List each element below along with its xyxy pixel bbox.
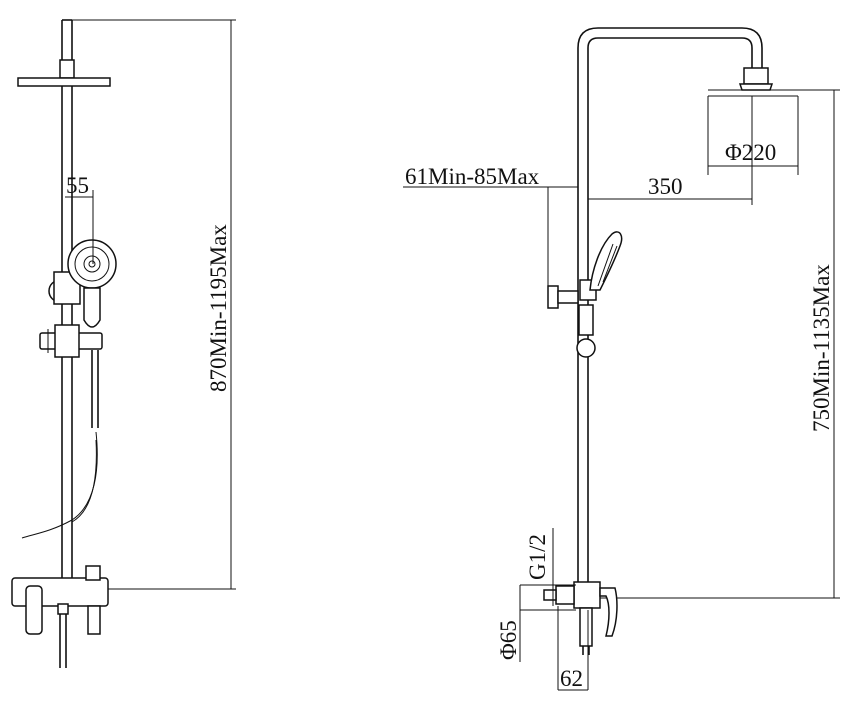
- side-dim-total-height: 750Min-1135Max: [600, 89, 840, 599]
- front-dim-total-height: 870Min-1195Max: [70, 19, 236, 590]
- side-hand-shower: [547, 231, 623, 309]
- front-dim-total-height-label: 870Min-1195Max: [206, 224, 231, 392]
- front-hand-shower: [67, 239, 117, 328]
- front-overhead-shower-head: [17, 59, 111, 87]
- side-dim-flange: Φ65: [496, 584, 576, 662]
- front-slide-bar: [39, 324, 103, 358]
- side-view: Φ220 350 61Min-85Max: [403, 27, 840, 691]
- side-dim-thread-label: G1/2: [525, 534, 550, 580]
- side-dim-62: 62: [557, 606, 589, 691]
- side-dim-thread: G1/2: [525, 528, 554, 606]
- side-mixer-valve: [543, 581, 618, 655]
- front-hose: [21, 350, 99, 539]
- side-slider: [576, 304, 596, 358]
- front-dim-55-label: 55: [66, 173, 89, 198]
- front-dim-55: 55: [65, 173, 94, 264]
- front-handshower-holder: [48, 271, 81, 305]
- front-view: 55 870Min-1195Max: [11, 19, 236, 668]
- side-riser-and-arm: [577, 27, 763, 585]
- side-dim-head-diameter: Φ220: [725, 140, 776, 165]
- front-mixer-valve: [11, 565, 109, 668]
- side-overhead-shower-head: Φ220: [707, 67, 799, 205]
- side-dim-350-label: 350: [648, 174, 683, 199]
- side-dim-62-label: 62: [560, 666, 583, 691]
- side-dim-total-height-label: 750Min-1135Max: [809, 264, 834, 432]
- side-dim-wall-offset-label: 61Min-85Max: [405, 164, 540, 189]
- side-dim-wall-offset: 61Min-85Max: [403, 164, 578, 290]
- side-dim-350: 350: [588, 174, 752, 200]
- side-dim-flange-label: Φ65: [496, 620, 521, 660]
